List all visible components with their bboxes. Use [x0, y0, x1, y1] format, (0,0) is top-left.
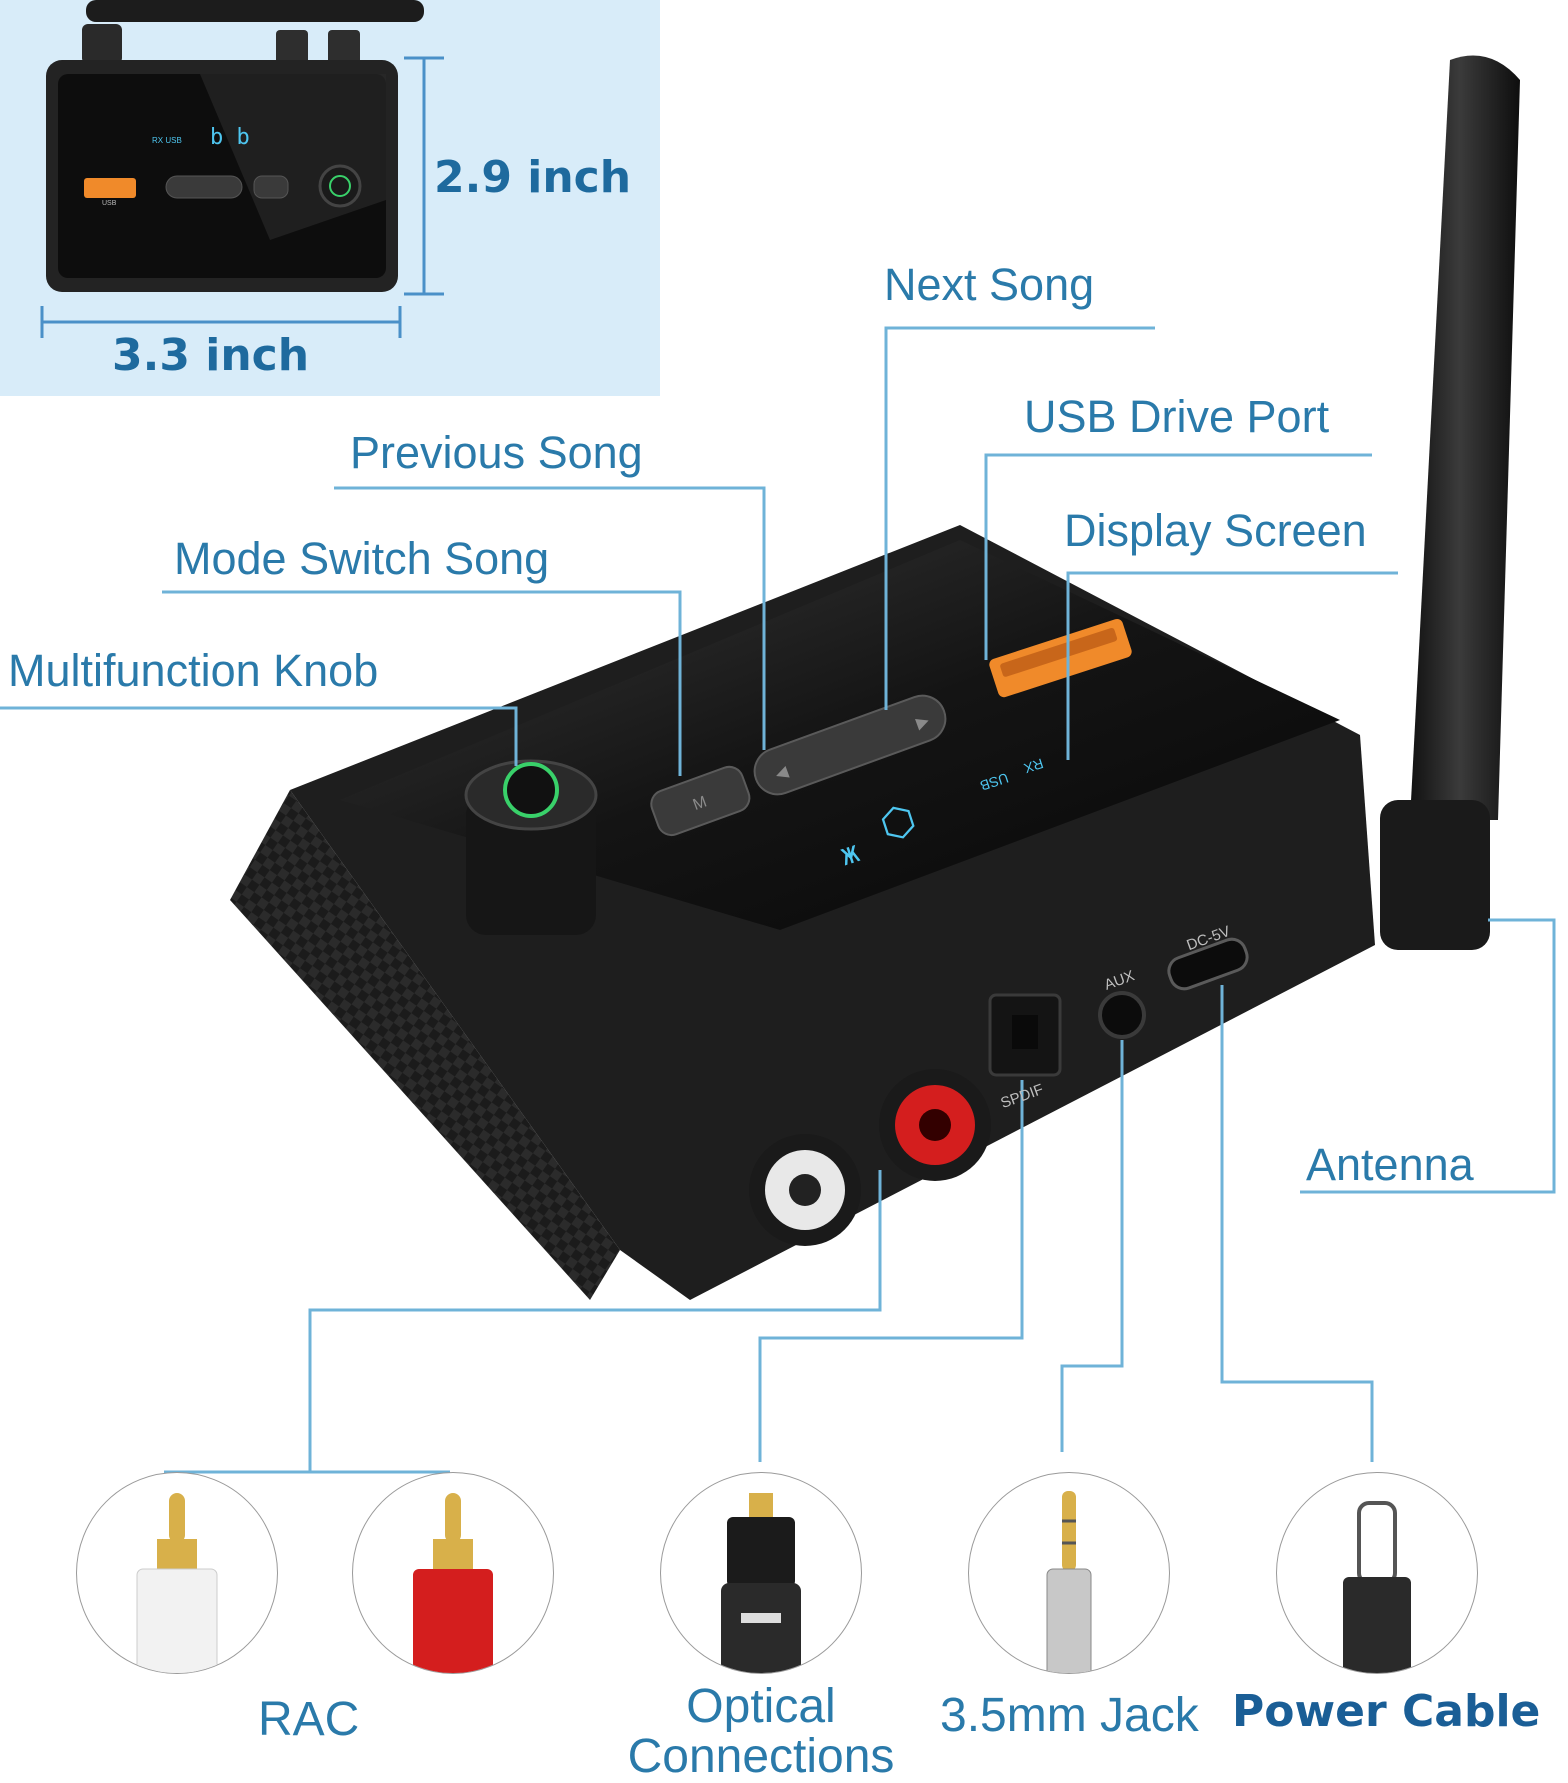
rca-white-cable-image [76, 1472, 278, 1674]
rca-red-cable-image [352, 1472, 554, 1674]
label-rca: RAC [258, 1693, 360, 1746]
label-jack: 3.5mm Jack [940, 1689, 1199, 1742]
dimension-lines [40, 56, 444, 338]
svg-text:M: M [691, 793, 709, 814]
antenna [1380, 55, 1520, 950]
rca-red-port [879, 1069, 991, 1181]
callout-next-song: Next Song [884, 259, 1095, 310]
inset-rx-usb-label: RX USB [152, 136, 182, 145]
side-carbon-panel [230, 790, 620, 1300]
device-front-view: b b [46, 0, 424, 292]
label-optical: Optical Connections [627, 1680, 895, 1783]
label-power-cable: Power Cable [1232, 1686, 1541, 1737]
width-dimension: 3.3 inch [112, 330, 310, 381]
callout-previous-song: Previous Song [350, 427, 643, 478]
jack-cable-image [968, 1472, 1170, 1674]
prev-next-slider[interactable]: ◀ ▶ [748, 689, 952, 801]
usb-port[interactable] [988, 617, 1134, 698]
leader-lines [0, 326, 1556, 1474]
callout-display-screen: Display Screen [1064, 505, 1367, 556]
power-cable-image [1276, 1472, 1478, 1674]
inset-usb-label: USB [102, 200, 117, 207]
dc-port [1167, 937, 1249, 991]
optical-port [988, 993, 1062, 1077]
height-dimension: 2.9 inch [434, 152, 632, 203]
callout-mode-switch: Mode Switch Song [174, 533, 550, 584]
dimension-inset: b b RX USB USB 2.9 inch 3.3 inch [0, 0, 660, 396]
optical-cable-image [660, 1472, 862, 1674]
callout-usb-drive-port: USB Drive Port [1024, 391, 1330, 442]
rca-white-port [749, 1134, 861, 1246]
multifunction-knob[interactable] [464, 759, 598, 935]
inset-display-digits: b b [210, 125, 250, 150]
callout-antenna: Antenna [1306, 1139, 1474, 1190]
mode-button[interactable]: M [647, 763, 753, 839]
aux-port [1098, 991, 1146, 1039]
callout-multifunction-knob: Multifunction Knob [8, 645, 379, 696]
